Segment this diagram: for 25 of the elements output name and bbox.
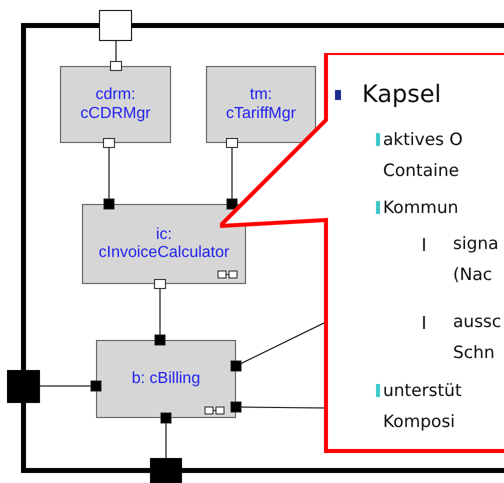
bullet-text: Kommun — [383, 197, 460, 220]
part-box — [96, 340, 236, 418]
connector-line — [110, 40, 122, 71]
connector-line — [103, 138, 115, 210]
connector-line — [154, 279, 166, 346]
connector-line — [230, 402, 326, 412]
connector-line — [40, 380, 102, 392]
port-square — [99, 10, 132, 41]
bullet-text: signa (Nac — [453, 233, 500, 287]
part-label: b: cBilling — [130, 370, 202, 388]
bullet-text: Kapsel — [362, 80, 442, 109]
connector-line — [226, 138, 238, 210]
part-box — [60, 66, 171, 143]
part-label: cdrm: cCDRMgr — [79, 86, 152, 123]
connector-line — [160, 412, 172, 458]
bullet-text: aktives O Containe — [383, 129, 464, 183]
part-label: tm: cTariffMgr — [225, 86, 297, 123]
part-box — [206, 66, 316, 143]
part-label: ic: cInvoiceCalculator — [98, 226, 230, 262]
part-box — [82, 204, 246, 284]
bullet-text: aussc Schn — [453, 311, 501, 365]
connector-line — [230, 322, 326, 372]
port-square — [150, 458, 182, 483]
port-square — [7, 370, 40, 403]
bullet-text: unterstüt Komposi — [383, 380, 463, 434]
